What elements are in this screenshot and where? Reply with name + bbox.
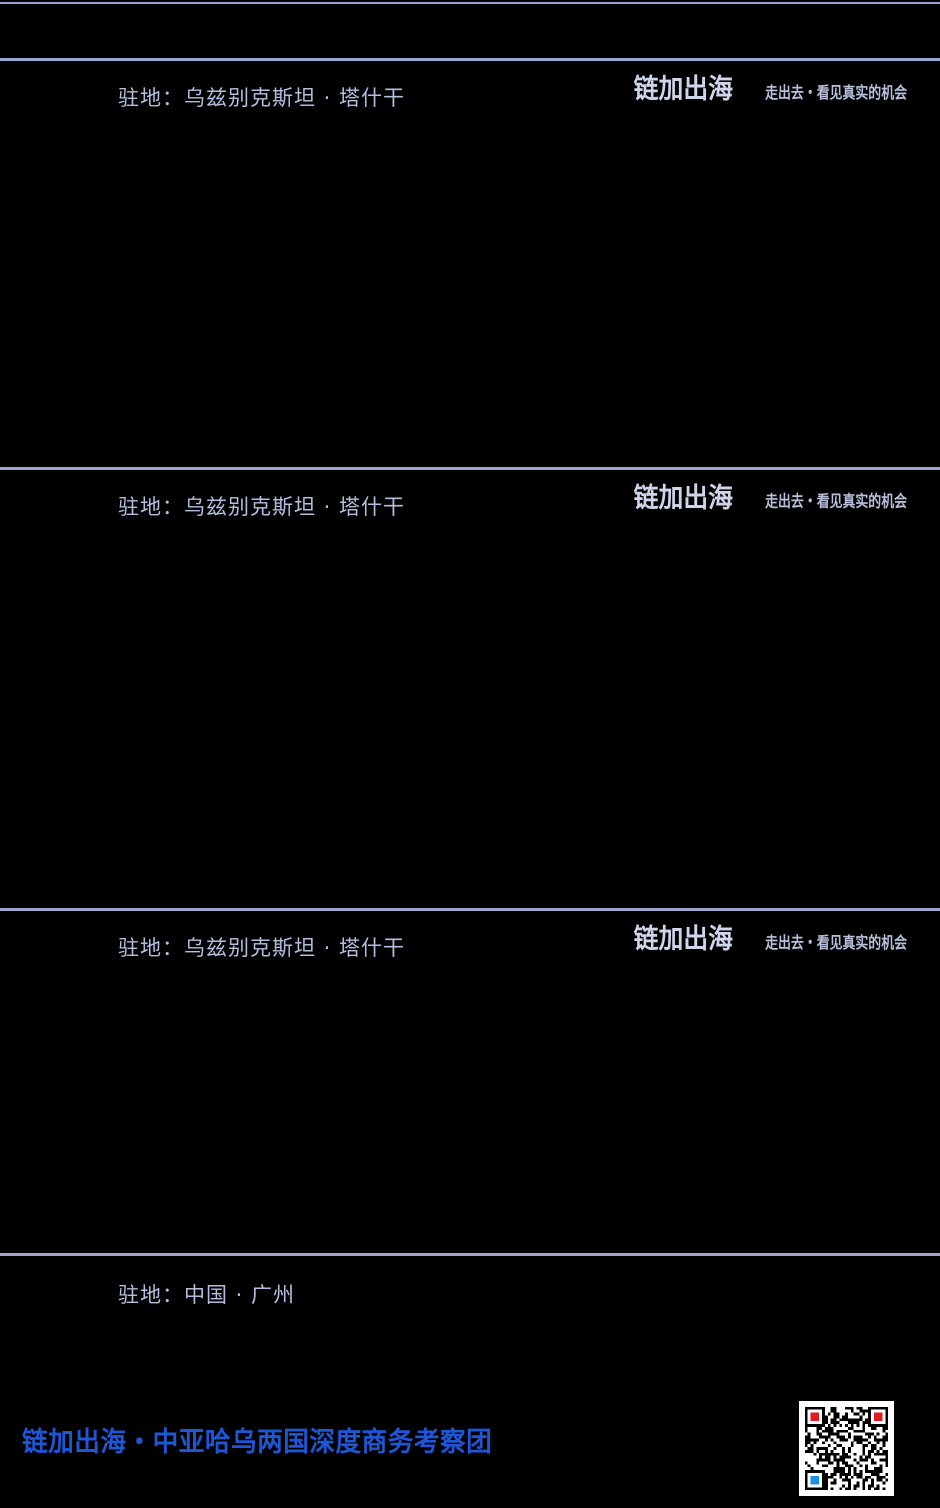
footer-title: 链加出海・中亚哈乌两国深度商务考察团: [22, 1427, 493, 1458]
brand-tagline: 走出去・看见真实的机会: [765, 492, 907, 511]
basecamp-label-4: 驻地：中国 · 广州: [118, 1283, 296, 1307]
divider-section-1: [0, 58, 940, 61]
basecamp-label-1: 驻地：乌兹别克斯坦 · 塔什干: [118, 86, 406, 110]
section-body-1: [0, 120, 940, 467]
basecamp-label-2: 驻地：乌兹别克斯坦 · 塔什干: [118, 495, 406, 519]
qr-code[interactable]: [799, 1401, 894, 1496]
brand-tagline: 走出去・看见真实的机会: [765, 933, 907, 952]
brand-lockup-3: 链加出海 走出去・看见真实的机会: [625, 926, 907, 953]
brand-wordmark: 链加出海: [633, 483, 733, 514]
section-header-4: 驻地：中国 · 广州: [0, 1271, 940, 1317]
section-body-2: [0, 529, 940, 908]
section-body-4: [0, 1317, 940, 1382]
footer-banner: 链加出海・中亚哈乌两国深度商务考察团: [0, 1382, 940, 1508]
divider-section-3: [0, 908, 940, 911]
brand-lockup-1: 链加出海 走出去・看见真实的机会: [625, 76, 907, 103]
section-header-3: 驻地：乌兹别克斯坦 · 塔什干 链加出海 走出去・看见真实的机会: [0, 924, 940, 970]
basecamp-label-3: 驻地：乌兹别克斯坦 · 塔什干: [118, 936, 406, 960]
brand-wordmark: 链加出海: [633, 924, 733, 955]
section-body-3: [0, 970, 940, 1253]
brand-wordmark: 链加出海: [633, 74, 733, 105]
qr-code-image[interactable]: [799, 1401, 894, 1496]
brand-lockup-2: 链加出海 走出去・看见真实的机会: [625, 485, 907, 512]
section-header-1: 驻地：乌兹别克斯坦 · 塔什干 链加出海 走出去・看见真实的机会: [0, 74, 940, 120]
divider-section-2: [0, 467, 940, 470]
section-header-2: 驻地：乌兹别克斯坦 · 塔什干 链加出海 走出去・看见真实的机会: [0, 483, 940, 529]
brand-tagline: 走出去・看见真实的机会: [765, 83, 907, 102]
divider-section-4: [0, 1253, 940, 1256]
divider-top: [0, 2, 940, 4]
